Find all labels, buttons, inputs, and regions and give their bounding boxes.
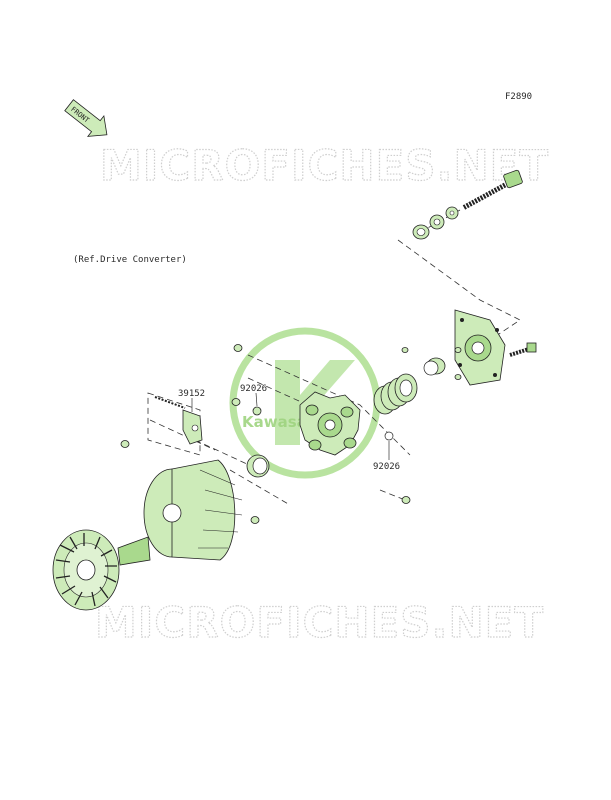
fixed-sheave [52, 529, 151, 611]
small-washers [120, 344, 411, 524]
bolt-top [461, 169, 523, 211]
small-nuts-right [401, 347, 462, 380]
clip-part [154, 396, 203, 445]
assembly-lines [147, 209, 521, 506]
watermark-bottom: MICROFICHES.NET [95, 598, 544, 647]
movable-sheave [143, 459, 243, 561]
bolt-side [509, 342, 537, 357]
ref-note: (Ref.Drive Converter) [73, 255, 187, 265]
leader-92026-left [255, 392, 258, 407]
front-arrow-icon: FRONT [64, 99, 108, 137]
label-39152: 39152 [178, 389, 205, 399]
spring [373, 373, 418, 415]
bushing-ring [246, 454, 270, 478]
watermark-top: MICROFICHES.NET [100, 141, 549, 190]
figure-code: F2890 [505, 92, 532, 102]
label-92026-right: 92026 [373, 462, 400, 472]
collar [423, 357, 446, 376]
cover-plate [454, 309, 506, 386]
washer-stack [412, 206, 459, 240]
label-92026-left: 92026 [240, 384, 267, 394]
spider-assembly [299, 391, 361, 456]
